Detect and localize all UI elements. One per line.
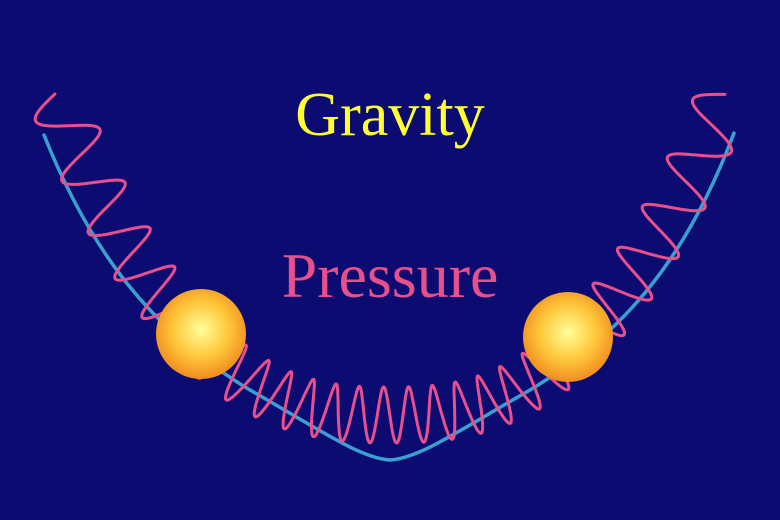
right-ball	[523, 292, 613, 382]
bowl-curve	[42, 131, 736, 462]
pressure-label: Pressure	[281, 240, 499, 311]
gravity-label: Gravity	[295, 81, 485, 149]
coil-spring	[33, 92, 734, 445]
left-ball	[156, 289, 246, 379]
